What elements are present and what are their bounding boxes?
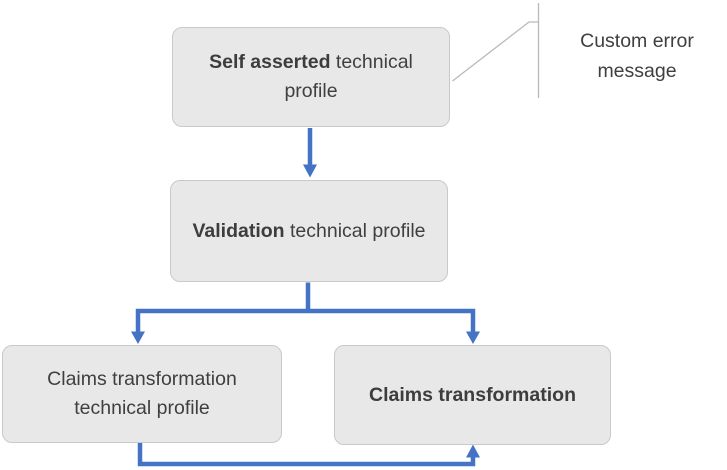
node-label-regular: Claims transformation technical profile <box>47 368 237 419</box>
node-claims-transformation: Claims transformation <box>334 345 611 445</box>
node-label: Self asserted technical profile <box>191 48 431 106</box>
arrow-self-asserted-to-validation <box>303 128 317 178</box>
node-claims-transformation-technical-profile: Claims transformation technical profile <box>2 345 282 443</box>
node-label: Claims transformation technical profile <box>21 365 263 423</box>
node-label-bold: Validation <box>192 219 285 242</box>
node-label: Claims transformation <box>369 381 576 410</box>
node-validation-technical-profile: Validation technical profile <box>170 180 448 282</box>
callout-text: Custom error message <box>580 30 694 82</box>
node-label-regular: technical profile <box>284 51 413 102</box>
node-label-bold: Claims transformation <box>369 383 576 406</box>
node-label: Validation technical profile <box>192 217 425 246</box>
node-self-asserted-technical-profile: Self asserted technical profile <box>172 27 450 127</box>
node-label-regular: technical profile <box>284 219 426 242</box>
callout-leader-line <box>452 3 540 98</box>
connector-validation-split <box>131 282 480 344</box>
arrow-bottom-loop <box>137 443 480 467</box>
node-label-bold: Self asserted <box>209 51 331 73</box>
